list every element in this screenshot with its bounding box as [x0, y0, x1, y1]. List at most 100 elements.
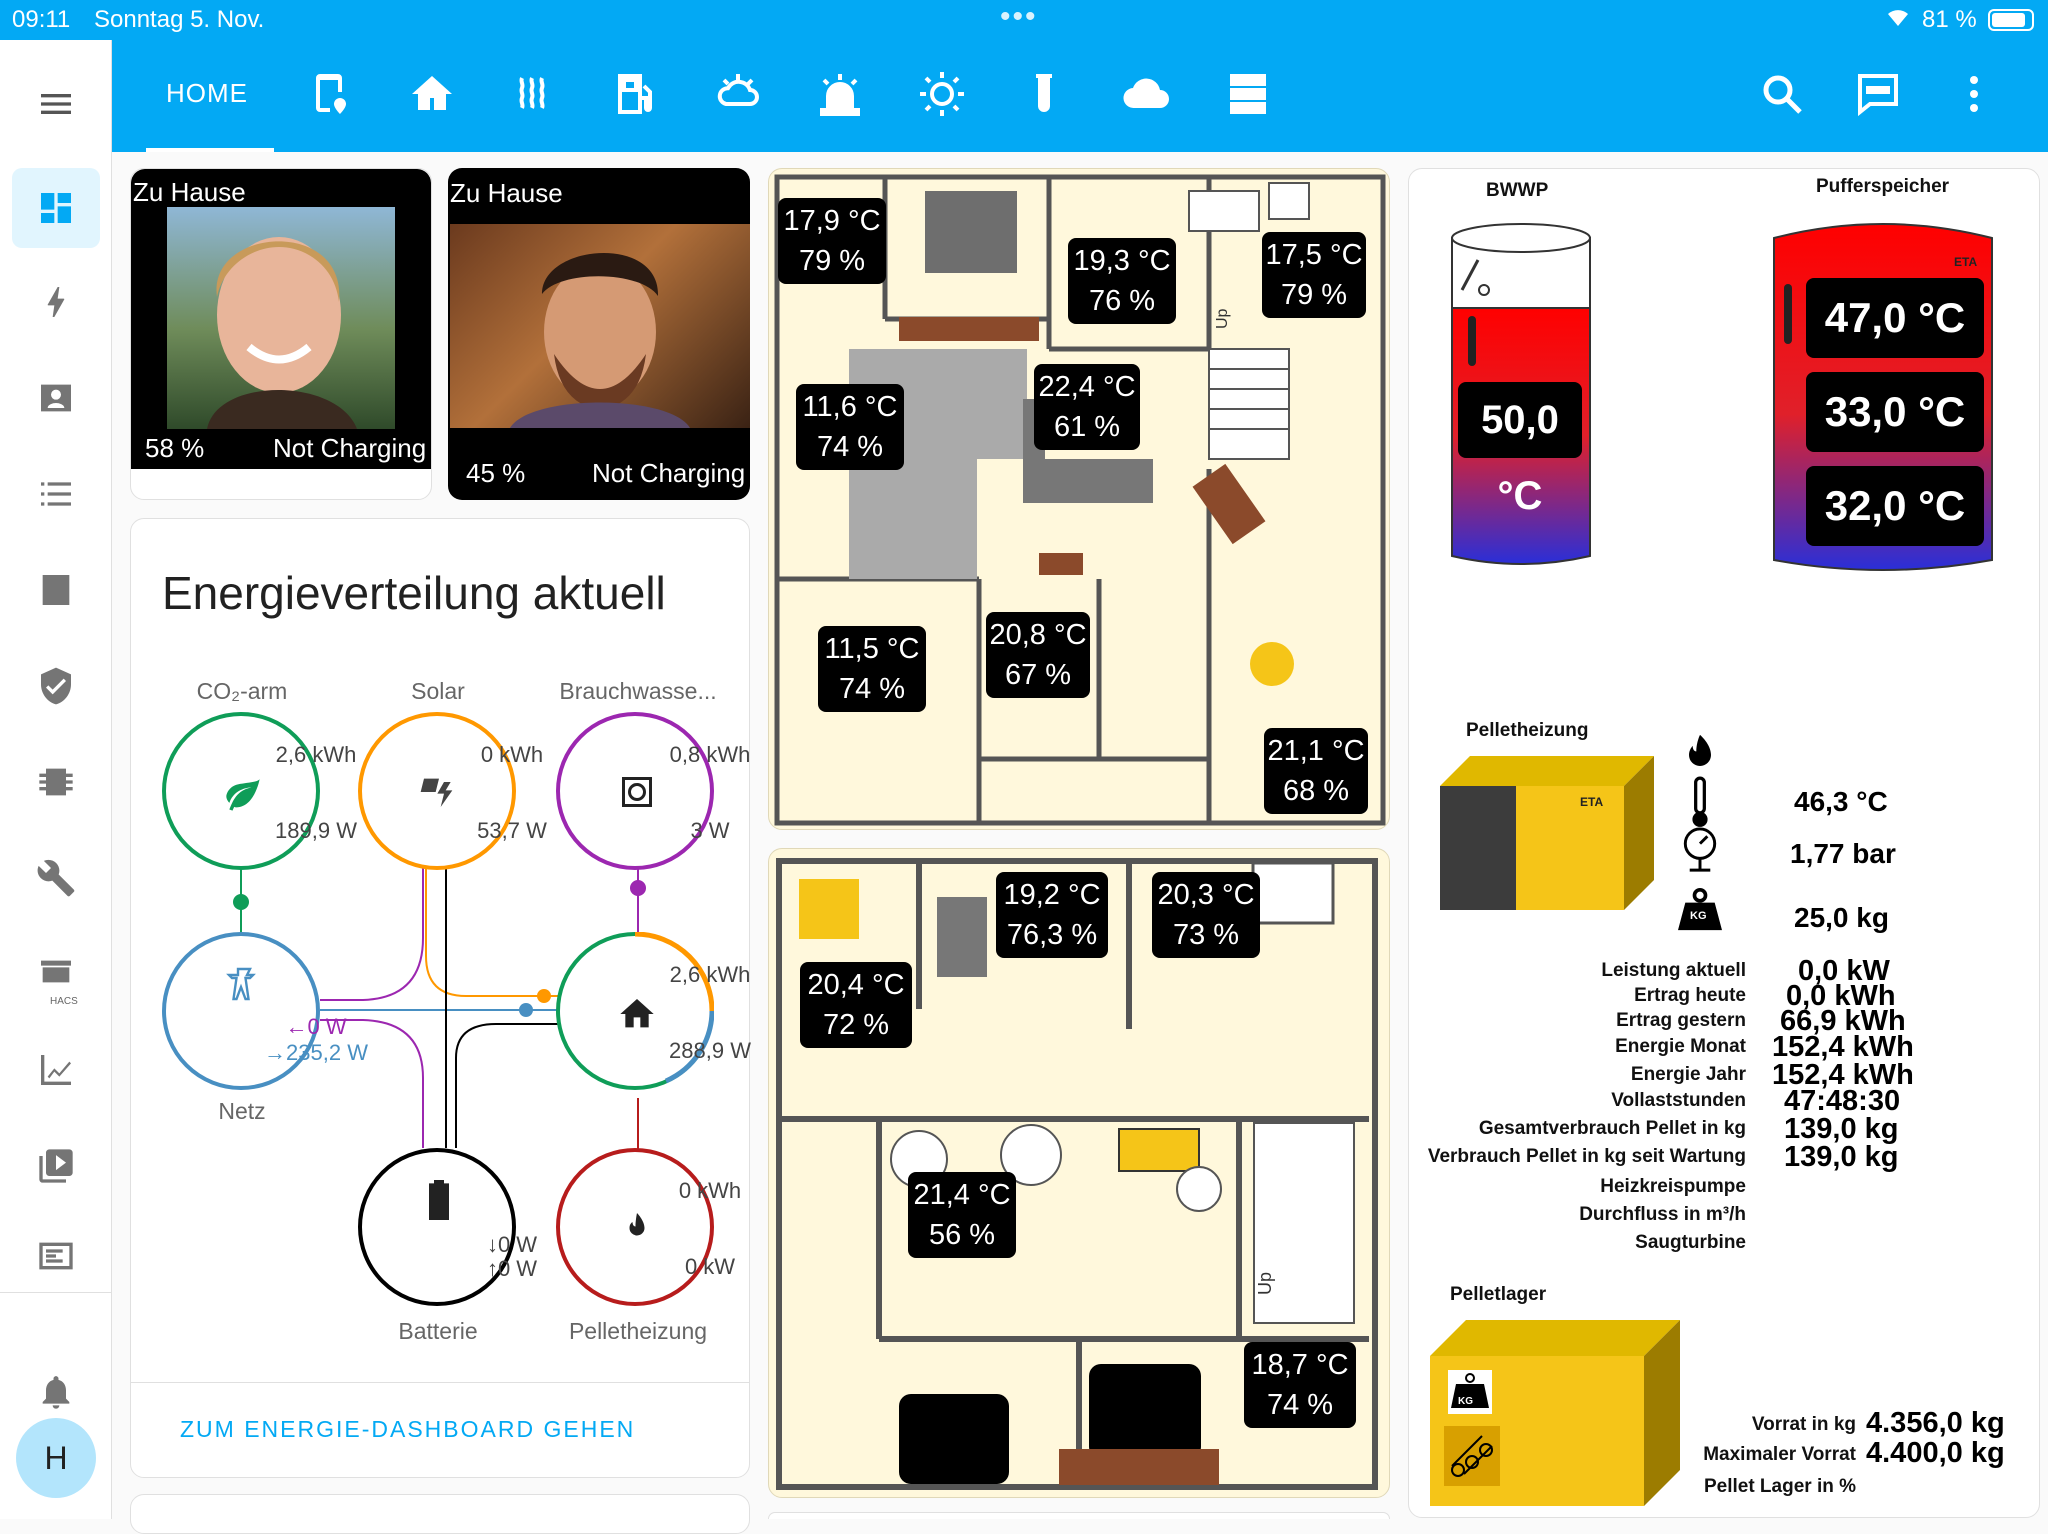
row-value-ertrag-gestern: 66,9 kWh	[1780, 1005, 1906, 1037]
battery-in: ↓0 W	[486, 1232, 538, 1257]
energy-flow-lines	[233, 868, 646, 1158]
boiler-temp: 46,3 °C	[1794, 786, 1888, 817]
clock: 09:11	[12, 6, 71, 33]
row-label-durchfluss: Durchfluss in m³/h	[1579, 1204, 1746, 1225]
weather-cloudy-alert-icon[interactable]	[714, 70, 762, 118]
wifi-icon	[1884, 6, 1912, 35]
more-vert-icon[interactable]	[1950, 70, 1998, 118]
row-label-vollaststunden: Vollaststunden	[1611, 1090, 1746, 1111]
pellet-label: Pelletheizung	[568, 1318, 708, 1344]
person-card-1[interactable]: Zu Hause 58 % Not Charging	[130, 168, 432, 500]
battery-circle[interactable]: ↓0 W ↑0 W	[358, 1148, 537, 1306]
fire-icon	[1678, 732, 1722, 783]
row-label-ertrag-heute: Ertrag heute	[1634, 985, 1746, 1006]
person-battery: 45 %	[466, 458, 526, 488]
brightness-icon[interactable]	[918, 70, 966, 118]
co2-energy: 2,6 kWh	[275, 742, 357, 767]
grid-label: Netz	[218, 1098, 266, 1124]
row-value-vollaststunden: 47:48:30	[1784, 1085, 1901, 1117]
transmission-tower-icon	[226, 964, 262, 1009]
battery-level: 81 %	[1922, 6, 1977, 33]
security-icon[interactable]	[12, 646, 100, 726]
weight-kg-icon	[1676, 888, 1724, 937]
row-value-verbrauch-wartung: 139,0 kg	[1784, 1141, 1899, 1173]
row-value-energie-jahr: 152,4 kWh	[1772, 1059, 1914, 1091]
battery-icon	[426, 1180, 452, 1225]
pellet-storage: KG	[1430, 1320, 1680, 1506]
multitask-dots-icon[interactable]: •••	[1000, 0, 1038, 33]
person-card-2[interactable]: Zu Hause 45 % Not Charging	[448, 168, 750, 500]
statistics-icon[interactable]	[12, 1030, 100, 1110]
avatar[interactable]: H	[16, 1418, 96, 1498]
boiler-ash: 25,0 kg	[1794, 902, 1889, 933]
dashboard-icon[interactable]	[12, 168, 100, 248]
tab-home[interactable]: HOME	[166, 78, 248, 108]
row-label-heizkreispumpe: Heizkreispumpe	[1600, 1176, 1746, 1197]
puffer-temp-bottom: 32,0 °C	[1806, 466, 1984, 546]
boiler-pressure: 1,77 bar	[1790, 838, 1896, 869]
home-power: 288,9 W	[669, 1038, 751, 1063]
pellet-circle[interactable]: 0 kWh 0 kW	[556, 1148, 741, 1306]
alarm-light-icon[interactable]	[816, 70, 864, 118]
home-ring	[634, 932, 714, 1084]
water-heater-icon	[619, 774, 655, 815]
fire-icon	[619, 1208, 655, 1253]
water-energy: 0,8 kWh	[669, 742, 751, 767]
date: Sonntag 5. Nov.	[94, 6, 265, 33]
kg-label: KG	[1458, 1396, 1473, 1407]
gas-station-icon[interactable]	[612, 70, 660, 118]
cloud-icon[interactable]	[1122, 70, 1170, 118]
row-value-energie-monat: 152,4 kWh	[1772, 1031, 1914, 1063]
solar-power: 53,7 W	[477, 818, 547, 843]
person-photo	[450, 224, 750, 428]
row-label-vorrat: Vorrat in kg	[1751, 1414, 1856, 1435]
row-label-lager-prozent: Pellet Lager in %	[1703, 1476, 1856, 1497]
grid-circle[interactable]: ←0 W →235,2 W	[162, 932, 368, 1090]
test-tube-icon[interactable]	[1020, 70, 1068, 118]
history-icon[interactable]	[12, 550, 100, 630]
assist-icon[interactable]	[1854, 70, 1902, 118]
energy-dashboard-link[interactable]: ZUM ENERGIE-DASHBOARD GEHEN	[180, 1416, 636, 1442]
search-icon[interactable]	[1758, 70, 1806, 118]
solar-circle[interactable]: 0 kWh 53,7 W	[358, 712, 547, 870]
menu-icon[interactable]	[36, 84, 76, 129]
tools-icon[interactable]	[12, 838, 100, 918]
logbook-icon[interactable]	[12, 454, 100, 534]
sidebar-divider	[0, 1292, 112, 1293]
pellet-brand: ETA	[1580, 795, 1603, 809]
water-circle[interactable]: 0,8 kWh 3 W	[556, 712, 750, 870]
puffer-temp-top: 47,0 °C	[1806, 278, 1984, 358]
radiator-icon[interactable]	[510, 70, 558, 118]
hacs-icon[interactable]: HACS	[12, 934, 100, 1014]
kg-label: KG	[1690, 910, 1707, 922]
row-label-verbrauch-wartung: Verbrauch Pellet in kg seit Wartung	[1427, 1146, 1746, 1167]
co2-circle[interactable]: 2,6 kWh 189,9 W	[162, 712, 357, 870]
map-icon[interactable]	[12, 358, 100, 438]
media-icon[interactable]	[12, 1126, 100, 1206]
terminal-icon[interactable]	[12, 1216, 100, 1296]
home-icon[interactable]	[408, 70, 456, 118]
energy-icon[interactable]	[12, 262, 100, 342]
chip-icon[interactable]	[12, 742, 100, 822]
person-photo	[167, 207, 395, 429]
home-circle[interactable]: 2,6 kWh 288,9 W	[556, 932, 751, 1090]
pellet-power: 0 kW	[684, 1254, 736, 1279]
server-icon[interactable]	[1224, 70, 1272, 118]
person-battery: 58 %	[145, 433, 205, 463]
stairs-up-label: Up	[1214, 308, 1231, 329]
pelletlager-label: Pelletlager	[1450, 1284, 1547, 1305]
notifications-icon[interactable]	[12, 1352, 100, 1432]
bwwp-temp: 50,0 °C	[1458, 382, 1582, 518]
next-card-2	[768, 1512, 1390, 1519]
tablet-cellphone-icon[interactable]	[306, 70, 354, 118]
bwwp-label: BWWP	[1486, 180, 1549, 201]
row-value-ertrag-heute: 0,0 kWh	[1786, 980, 1896, 1012]
row-value-max-vorrat: 4.400,0 kg	[1866, 1437, 2005, 1469]
